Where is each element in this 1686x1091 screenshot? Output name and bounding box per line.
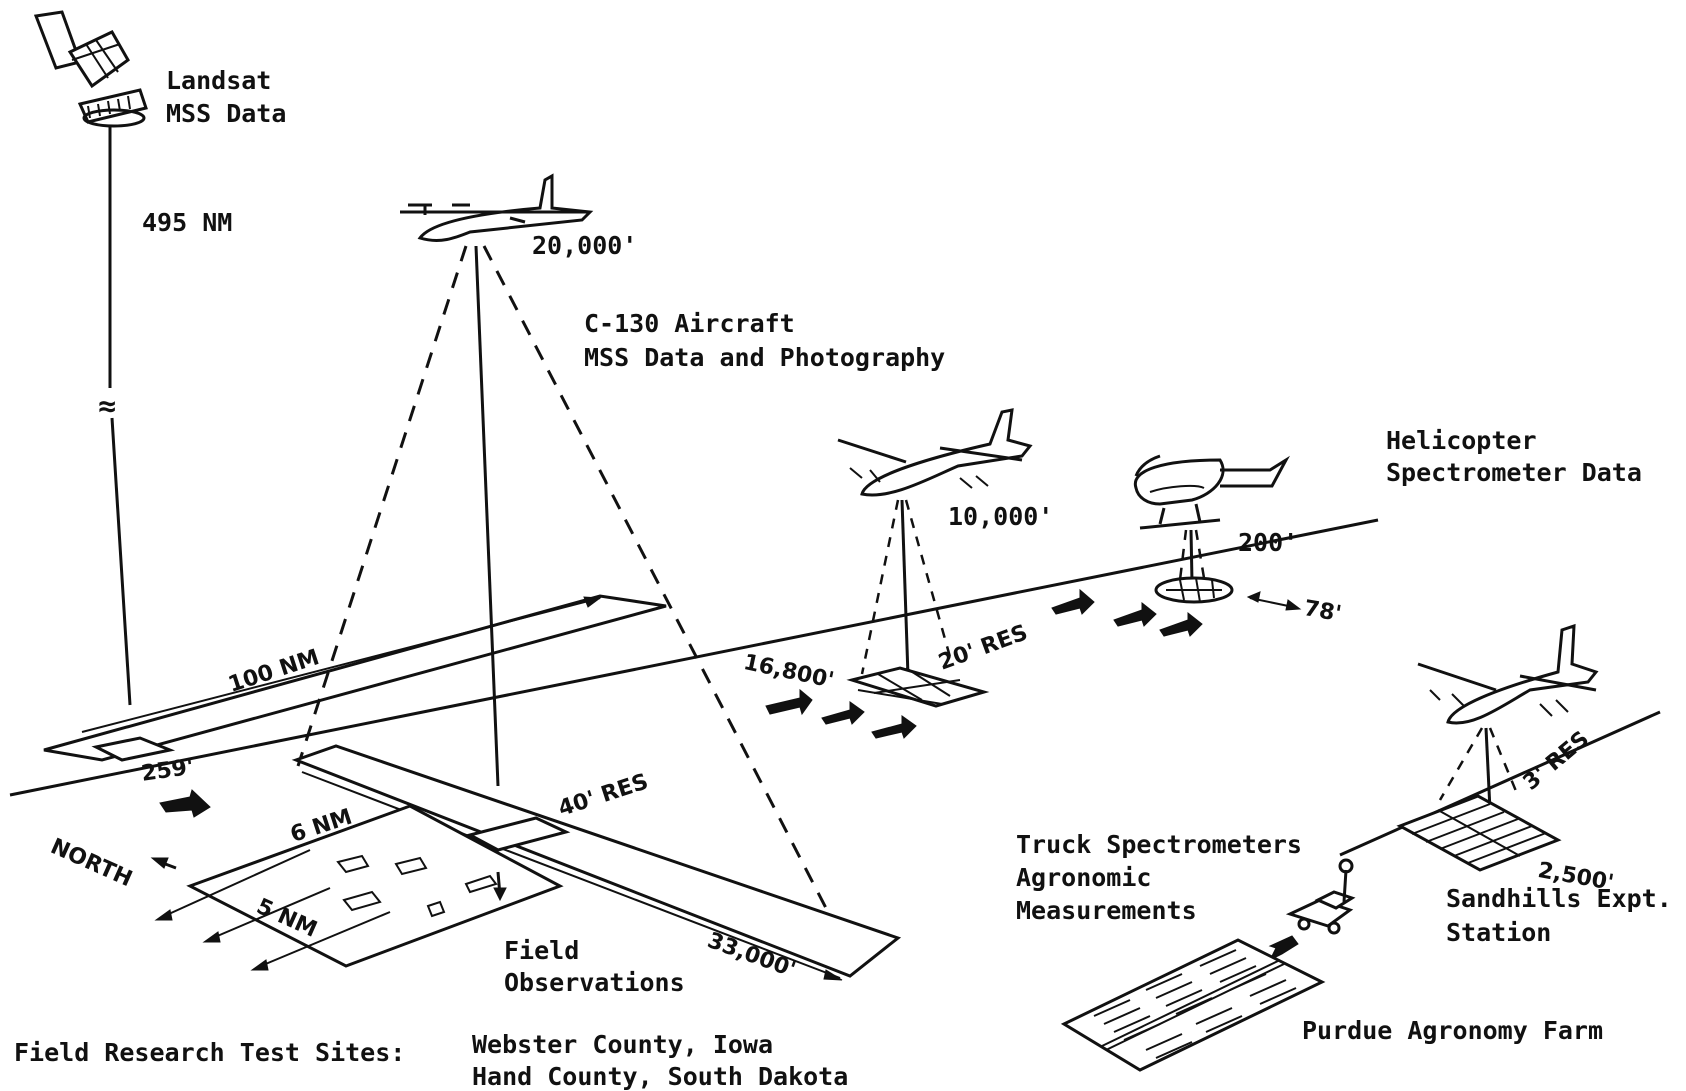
- helicopter-fov-right: [1194, 529, 1206, 579]
- landsat-width-arrow: [81, 597, 601, 733]
- landsat-swath: [43, 594, 667, 762]
- sandhills-ground-track: [1339, 710, 1661, 857]
- dim-arrow-3: [255, 911, 391, 969]
- c130-fov-left: [296, 245, 468, 767]
- flight-arrow-4: [871, 715, 917, 739]
- dim-arrow-2: [207, 887, 331, 941]
- test-site-block: [186, 804, 564, 968]
- helicopter-fov-left: [1178, 529, 1188, 581]
- c130-nadir-line: [474, 245, 500, 787]
- aircraft-10000-altitude: 10,000': [948, 502, 1054, 531]
- helicopter-label-line1: Helicopter: [1386, 426, 1537, 455]
- c130-pixel: [465, 816, 571, 852]
- mid-swath-grid: [846, 666, 990, 708]
- sandhills-label-line2: Station: [1446, 918, 1552, 947]
- c130-fov-right: [482, 245, 860, 971]
- truck-arrow: [1268, 935, 1299, 962]
- c130-label-line2: MSS Data and Photography: [584, 343, 946, 372]
- flight-arrow-5: [1051, 588, 1095, 615]
- sandhills-nadir: [1484, 727, 1492, 811]
- landsat-label-line2: MSS Data: [166, 99, 287, 128]
- landsat-nadir-line-lower: [110, 417, 132, 706]
- aircraft-10000-icon: [837, 408, 1033, 497]
- truck-label-line2: Agronomic: [1016, 863, 1152, 892]
- main-ground-track: [9, 518, 1379, 797]
- c130-length-arrow: [301, 771, 841, 979]
- sandhills-aircraft-icon: [1417, 623, 1599, 725]
- field-4: [426, 900, 446, 918]
- helicopter-nadir: [1189, 529, 1194, 583]
- flight-arrow-6: [1113, 601, 1157, 627]
- truck-label-line3: Measurements: [1016, 896, 1197, 925]
- landsat-pixel: [91, 736, 176, 762]
- aircraft-10000-nadir: [900, 499, 910, 677]
- aircraft-10000-fov-left: [860, 499, 900, 675]
- truck-icon: [1285, 858, 1356, 935]
- sandhills-grid: [1396, 794, 1562, 872]
- flight-arrow-1: [159, 789, 211, 818]
- c130-swath: [291, 744, 902, 978]
- footer-label: Field Research Test Sites:: [14, 1038, 406, 1067]
- purdue-farm-field: [1060, 938, 1326, 1072]
- c130-label-line1: C-130 Aircraft: [584, 309, 795, 338]
- c130-aircraft-icon: [400, 173, 594, 242]
- field-observations-line1: Field: [504, 936, 580, 965]
- purdue-label: Purdue Agronomy Farm: [1302, 1016, 1604, 1045]
- landsat-satellite-icon: [33, 10, 148, 128]
- flight-arrow-2: [765, 688, 813, 716]
- altitude-break-mark: ≈: [98, 389, 117, 424]
- sandhills-fov-right: [1488, 727, 1520, 797]
- dim-arrow-1: [159, 849, 311, 919]
- field-2: [394, 856, 428, 876]
- field-3: [342, 890, 382, 912]
- flight-arrow-3: [821, 701, 865, 725]
- helicopter-footprint: [1154, 576, 1234, 604]
- landsat-label-line1: Landsat: [166, 66, 272, 95]
- helicopter-altitude: 200': [1238, 528, 1299, 557]
- helicopter-icon: [1133, 454, 1291, 530]
- sandhills-label-line1: Sandhills Expt.: [1446, 884, 1672, 913]
- footer-site-2: Hand County, South Dakota: [472, 1062, 849, 1091]
- field-observations-line2: Observations: [504, 968, 685, 997]
- helicopter-label-line2: Spectrometer Data: [1386, 458, 1642, 487]
- truck-label-line1: Truck Spectrometers: [1016, 830, 1302, 859]
- c130-altitude: 20,000': [532, 231, 638, 260]
- field-1: [336, 854, 370, 874]
- field-5: [464, 874, 498, 894]
- aircraft-10000-fov-right: [904, 499, 954, 665]
- heli-width-label: 78': [1302, 596, 1344, 628]
- sandhills-fov-left: [1438, 727, 1484, 801]
- footer-site-1: Webster County, Iowa: [472, 1030, 774, 1059]
- landsat-altitude: 495 NM: [142, 208, 233, 237]
- flight-arrow-7: [1159, 611, 1203, 637]
